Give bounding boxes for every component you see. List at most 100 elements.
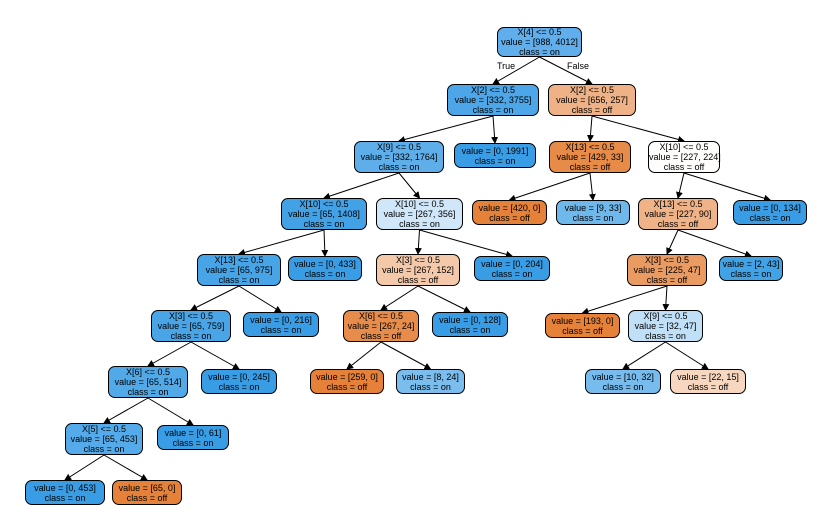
node-text-line: value = [332, 1764]	[360, 152, 438, 162]
node-text-line: X[9] <= 0.5	[643, 311, 688, 321]
edge-n4-n5	[190, 285, 240, 311]
edge-n7-n9	[103, 454, 148, 481]
node-text-line: class = off	[126, 492, 168, 503]
edge-n15-n19	[417, 285, 471, 313]
tree-node-34: value = [0, 134]class = on	[733, 200, 807, 225]
node-text-line: X[13] <= 0.5	[653, 199, 703, 209]
node-text-line: value = [65, 0]	[118, 482, 176, 493]
node-text-line: value = [65, 975]	[205, 265, 273, 275]
edge-n7-n8	[64, 454, 105, 481]
node-text-line: class = on	[474, 155, 516, 166]
edge-n30-n32	[665, 341, 709, 370]
tree-node-33: value = [2, 43]class = on	[719, 256, 783, 281]
node-text-line: value = [267, 152]	[382, 265, 454, 275]
node-text-line: value = [227, 90]	[644, 209, 712, 219]
edge-n2-n14	[398, 172, 421, 199]
edge-n5-n6	[147, 341, 192, 367]
node-text-line: value = [420, 0]	[478, 202, 541, 213]
tree-node-32: value = [22, 15]class = off	[670, 369, 746, 394]
tree-node-12: value = [0, 216]class = on	[243, 312, 319, 337]
tree-node-13: value = [0, 433]class = on	[288, 256, 362, 281]
node-text-line: class = on	[127, 387, 169, 397]
node-text-line: class = on	[645, 331, 686, 341]
node-text-line: class = off	[326, 381, 368, 392]
tree-node-18: value = [8, 24]class = on	[396, 369, 465, 394]
node-text-line: value = [32, 47]	[634, 321, 697, 331]
tree-node-24: value = [420, 0]class = off	[472, 200, 547, 225]
node-text-line: class = on	[303, 219, 345, 229]
node-text-line: class = on	[472, 105, 514, 115]
edge-n30-n31	[622, 341, 666, 370]
edge-n28-n29	[581, 285, 668, 315]
node-text-line: value = [65, 453]	[70, 434, 138, 444]
node-text-line: value = [0, 245]	[208, 371, 270, 382]
edge-n0-n22	[539, 56, 593, 85]
edge-n0-n1	[492, 56, 540, 85]
node-text-line: X[13] <= 0.5	[565, 142, 615, 152]
true-branch-label: True	[497, 61, 516, 71]
node-text-line: class = off	[657, 219, 699, 229]
node-text-line: value = [2, 43]	[722, 258, 780, 269]
node-text-line: X[5] <= 0.5	[81, 424, 127, 434]
node-text-line: X[3] <= 0.5	[395, 255, 441, 265]
edge-n6-n10	[147, 397, 194, 426]
edge-n3-n13	[321, 229, 329, 257]
node-text-line: class = off	[687, 381, 729, 392]
node-text-line: class = on	[519, 47, 560, 57]
node-text-line: X[10] <= 0.5	[299, 199, 349, 209]
node-text-line: class = on	[572, 212, 614, 223]
node-text-line: class = on	[491, 268, 533, 279]
node-text-line: value = [22, 15]	[677, 371, 739, 382]
node-text-line: value = [0, 204]	[481, 258, 543, 269]
node-text-line: class = off	[646, 275, 688, 285]
tree-node-9: value = [65, 0]class = off	[112, 480, 182, 505]
node-text-line: class = on	[749, 212, 791, 223]
edge-n1-n21	[491, 115, 499, 144]
false-branch-label: False	[567, 61, 590, 71]
node-text-line: value = [193, 0]	[551, 315, 614, 326]
node-text-line: class = off	[489, 212, 530, 223]
node-text-line: value = [0, 61]	[164, 427, 222, 438]
node-text-line: X[10] <= 0.5	[659, 142, 709, 152]
edge-n22-n23	[586, 115, 594, 142]
edge-n3-n4	[238, 229, 325, 256]
edge-n4-n12	[238, 285, 282, 313]
tree-node-8: value = [0, 453]class = on	[25, 480, 105, 505]
node-text-line: X[13] <= 0.5	[214, 255, 264, 265]
edge-n27-n33	[677, 229, 752, 258]
node-text-line: value = [10, 32]	[592, 371, 654, 382]
edge-n2-n3	[323, 172, 400, 200]
node-text-line: X[3] <= 0.5	[168, 311, 214, 321]
node-text-line: value = [332, 3755]	[454, 95, 532, 105]
edge-n16-n18	[380, 341, 432, 370]
edge-n26-n34	[683, 172, 771, 202]
node-text-line: value = [9, 33]	[564, 202, 622, 213]
node-text-line: value = [65, 759]	[157, 321, 225, 331]
node-text-line: class = on	[83, 444, 125, 454]
node-text-line: X[2] <= 0.5	[470, 85, 516, 95]
tree-node-21: value = [0, 1991]class = on	[454, 143, 536, 168]
node-text-line: value = [65, 1408]	[288, 209, 360, 219]
edge-n23-n24	[508, 172, 591, 202]
edge-n1-n2	[398, 115, 494, 143]
tree-node-19: value = [0, 128]class = on	[432, 312, 508, 337]
node-text-line: class = on	[260, 324, 302, 335]
edge-n15-n16	[380, 285, 419, 311]
node-text-line: value = [0, 128]	[439, 314, 501, 325]
node-text-line: class = off	[397, 275, 439, 285]
node-text-line: X[6] <= 0.5	[125, 367, 171, 377]
node-text-line: value = [8, 24]	[402, 371, 459, 382]
node-text-line: value = [267, 24]	[347, 321, 415, 331]
tree-node-10: value = [0, 61]class = on	[157, 425, 229, 450]
node-text-line: X[9] <= 0.5	[376, 142, 422, 152]
